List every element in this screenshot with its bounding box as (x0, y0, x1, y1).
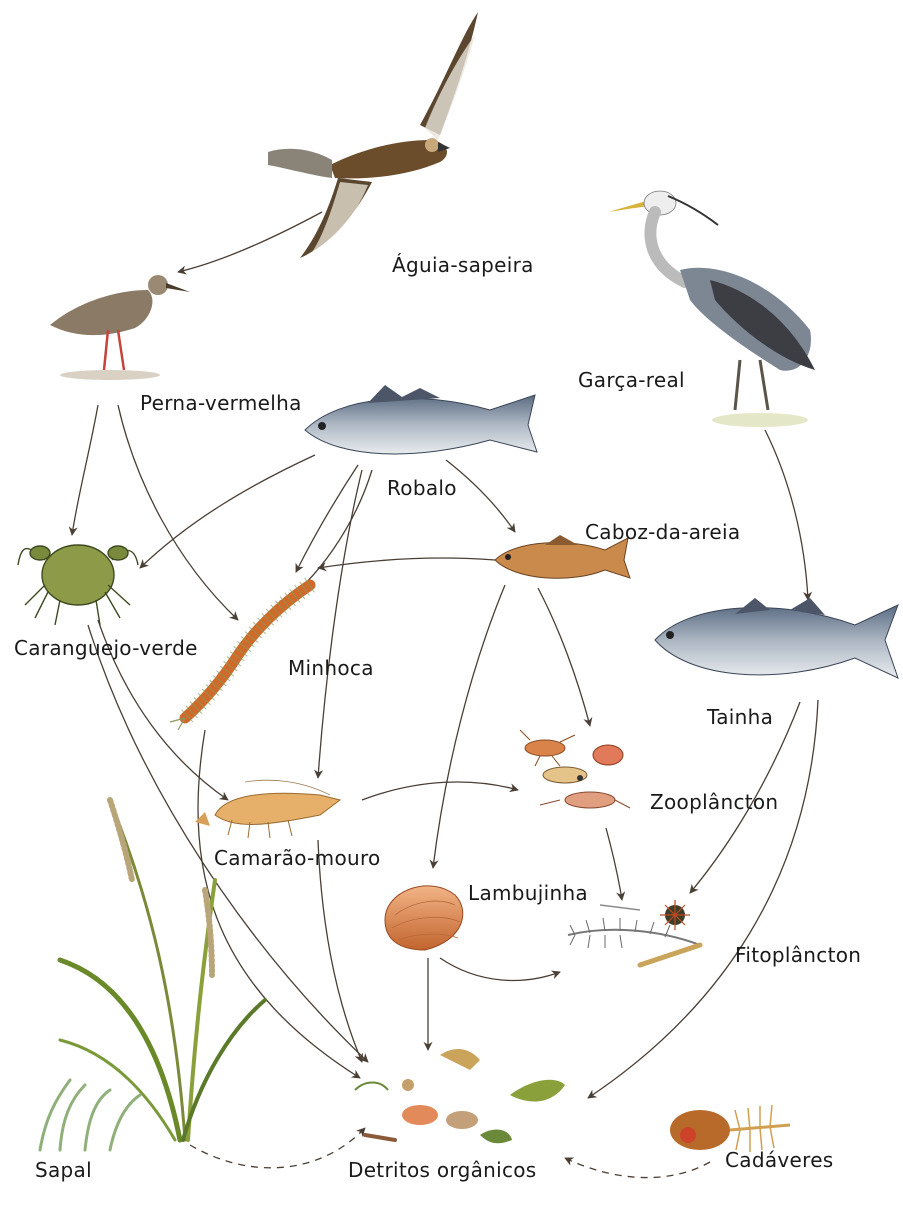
arrow-caboz-lambujinha (433, 585, 505, 868)
label-zooplancton: Zooplâncton (650, 792, 778, 812)
arrow-zooplancton-fito (606, 828, 622, 900)
arrow-aguia-perna (178, 212, 322, 272)
label-garca-real: Garça-real (578, 370, 685, 390)
label-tainha: Tainha (707, 707, 773, 727)
arrow-perna-caranguejo (72, 405, 98, 535)
cadaveres-illustration (670, 1105, 790, 1152)
arrow-camarao-detritos (318, 840, 362, 1062)
label-cadaveres: Cadáveres (725, 1150, 834, 1170)
tainha-illustration (655, 598, 898, 678)
label-perna-vermelha: Perna-vermelha (140, 393, 302, 413)
arrow-cadaveres-detritos (565, 1158, 710, 1178)
fitoplancton-illustration (568, 900, 700, 965)
arrow-minhoca-detritos (198, 730, 360, 1078)
aguia-sapeira-illustration (268, 12, 478, 258)
robalo-illustration (305, 385, 537, 454)
arrow-perna-minhoca (118, 405, 238, 620)
label-sapal: Sapal (35, 1160, 92, 1180)
arrow-lambujinha-fito (440, 958, 560, 980)
arrow-camarao-zooplancton (362, 782, 518, 800)
arrow-caboz-zooplancton (538, 588, 590, 726)
label-caranguejo-verde: Caranguejo-verde (14, 638, 198, 658)
arrow-sapal-detritos (190, 1128, 365, 1168)
label-robalo: Robalo (387, 478, 457, 498)
arrow-robalo-caranguejo (140, 455, 315, 568)
label-lambujinha: Lambujinha (468, 883, 588, 903)
label-aguia-sapeira: Águia-sapeira (392, 255, 534, 275)
arrow-garca-tainha (765, 430, 808, 600)
caranguejo-illustration (18, 545, 138, 625)
arrow-robalo-minhoca-1 (296, 465, 358, 572)
label-fitoplancton: Fitoplâncton (735, 945, 861, 965)
perna-vermelha-illustration (50, 275, 190, 380)
lambujinha-illustration (385, 886, 463, 950)
camarao-illustration (195, 780, 340, 838)
zooplancton-illustration (520, 730, 630, 808)
detritos-illustration (355, 1049, 565, 1143)
arrow-robalo-camarao (318, 470, 362, 778)
label-caboz-da-areia: Caboz-da-areia (585, 522, 740, 542)
label-detritos-organicos: Detritos orgânicos (348, 1160, 537, 1180)
arrow-tainha-detritos (588, 700, 818, 1098)
arrow-caboz-minhoca (318, 558, 495, 568)
label-minhoca: Minhoca (288, 658, 374, 678)
label-camarao-mouro: Camarão-mouro (214, 848, 381, 868)
